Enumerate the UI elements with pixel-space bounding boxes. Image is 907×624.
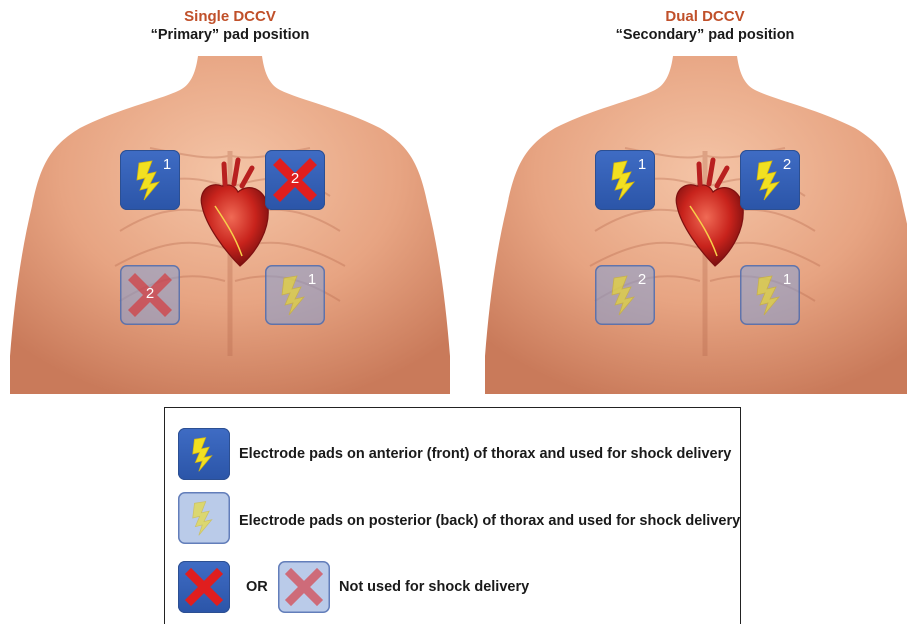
lightning-bolt-icon	[178, 492, 230, 544]
dual-dccv-panel: Dual DCCV “Secondary” pad position 1 2	[485, 0, 907, 395]
panel-subtitle: “Secondary” pad position	[485, 26, 907, 44]
legend-anterior-not-used-icon	[178, 561, 230, 613]
single-dccv-panel: Single DCCV “Primary” pad position 1 2	[10, 0, 450, 395]
pad-number: 1	[305, 272, 319, 288]
legend-anterior-text: Electrode pads on anterior (front) of th…	[239, 445, 731, 463]
pad-number: 2	[635, 272, 649, 288]
pad-2-anterior-left: 2	[740, 150, 800, 210]
red-cross-icon	[178, 561, 230, 613]
pad-number: 2	[288, 171, 302, 187]
legend-posterior-not-used-icon	[278, 561, 330, 613]
legend-posterior-text: Electrode pads on posterior (back) of th…	[239, 512, 740, 530]
legend-not-used-text: Not used for shock delivery	[339, 578, 529, 596]
pad-2-posterior-right: 2	[595, 265, 655, 325]
pad-2-anterior-left-not-used: 2	[265, 150, 325, 210]
lightning-bolt-icon	[178, 428, 230, 480]
pad-number: 2	[780, 157, 794, 173]
pad-number: 2	[143, 286, 157, 302]
legend-box: Electrode pads on anterior (front) of th…	[164, 407, 741, 624]
panel-title: Dual DCCV	[485, 8, 907, 26]
pad-number: 1	[160, 157, 174, 173]
pad-1-anterior-right: 1	[595, 150, 655, 210]
legend-anterior-pad-icon	[178, 428, 230, 480]
pad-2-posterior-right-not-used: 2	[120, 265, 180, 325]
panel-subtitle: “Primary” pad position	[10, 26, 450, 44]
pad-1-posterior-left: 1	[265, 265, 325, 325]
pad-1-anterior-right: 1	[120, 150, 180, 210]
legend-or-text: OR	[246, 578, 268, 596]
panel-title: Single DCCV	[10, 8, 450, 26]
pad-1-posterior-left: 1	[740, 265, 800, 325]
torso-illustration	[485, 56, 907, 394]
torso-illustration	[10, 56, 450, 394]
legend-posterior-pad-icon	[178, 492, 230, 544]
pad-number: 1	[635, 157, 649, 173]
pad-number: 1	[780, 272, 794, 288]
red-cross-icon	[278, 561, 330, 613]
